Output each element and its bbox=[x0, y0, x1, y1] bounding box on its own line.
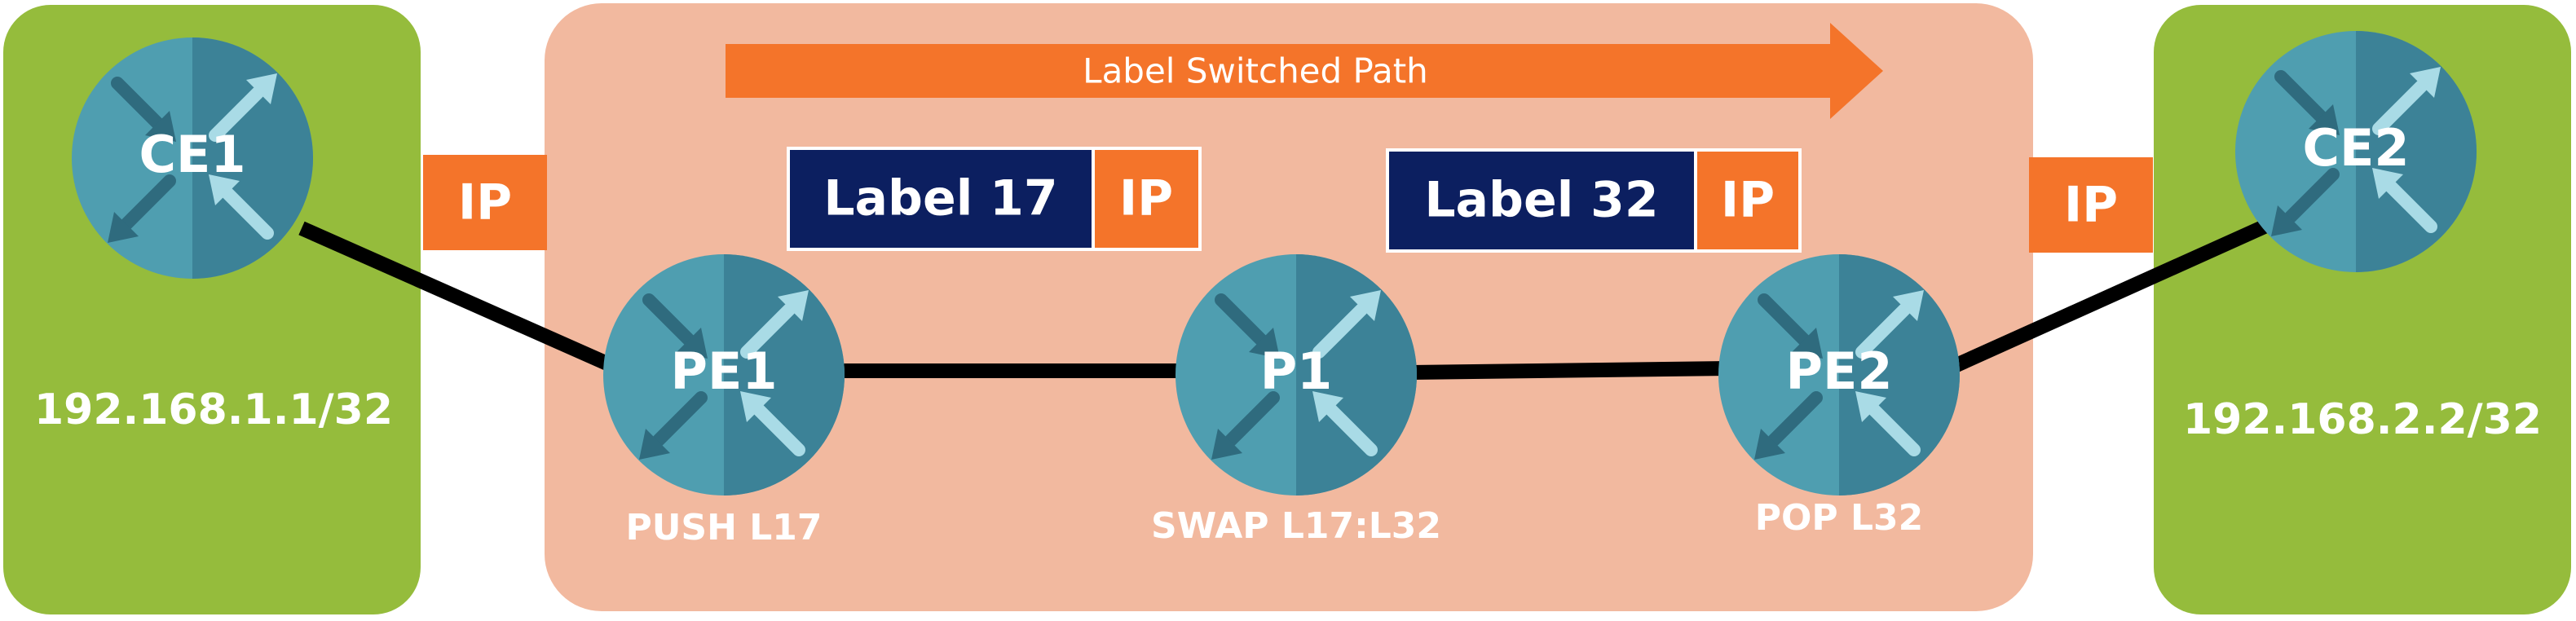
router-p1-name: P1 bbox=[1260, 341, 1333, 401]
left-site-prefix: 192.168.1.1/32 bbox=[34, 385, 393, 434]
link-p1-pe2 bbox=[1409, 361, 1729, 380]
labeled-packet-seg1: Label 17 IP bbox=[787, 147, 1202, 251]
router-pe2[interactable]: PE2 bbox=[1718, 254, 1960, 495]
ip-packet-right: IP bbox=[2029, 157, 2153, 253]
router-pe1[interactable]: PE1 bbox=[603, 254, 845, 495]
seg1-ip-text: IP bbox=[1119, 170, 1173, 227]
ip-packet-right-label: IP bbox=[2064, 177, 2118, 234]
router-ce2[interactable]: CE2 bbox=[2235, 31, 2477, 272]
seg2-label-text: Label 32 bbox=[1424, 172, 1658, 229]
router-ce1-name: CE1 bbox=[139, 125, 246, 184]
lsp-label: Label Switched Path bbox=[1083, 51, 1428, 91]
router-ce1[interactable]: CE1 bbox=[72, 37, 313, 279]
pe2-action: POP L32 bbox=[1755, 497, 1924, 539]
right-site-prefix: 192.168.2.2/32 bbox=[2183, 395, 2542, 444]
ip-packet-left-label: IP bbox=[458, 174, 512, 231]
router-pe2-name: PE2 bbox=[1786, 341, 1893, 401]
ip-packet-left: IP bbox=[423, 155, 547, 250]
router-p1[interactable]: P1 bbox=[1176, 254, 1417, 495]
labeled-packet-seg2: Label 32 IP bbox=[1386, 148, 1802, 253]
seg2-ip-text: IP bbox=[1721, 172, 1775, 229]
lsp-arrow bbox=[726, 23, 1883, 119]
router-pe1-name: PE1 bbox=[671, 341, 778, 401]
pe1-action: PUSH L17 bbox=[625, 507, 822, 548]
p1-action: SWAP L17:L32 bbox=[1151, 505, 1441, 547]
link-pe2-ce2 bbox=[1953, 211, 2286, 372]
seg1-label-text: Label 17 bbox=[823, 170, 1057, 227]
router-ce2-name: CE2 bbox=[2303, 118, 2410, 178]
link-ce1-pe1 bbox=[298, 221, 627, 378]
